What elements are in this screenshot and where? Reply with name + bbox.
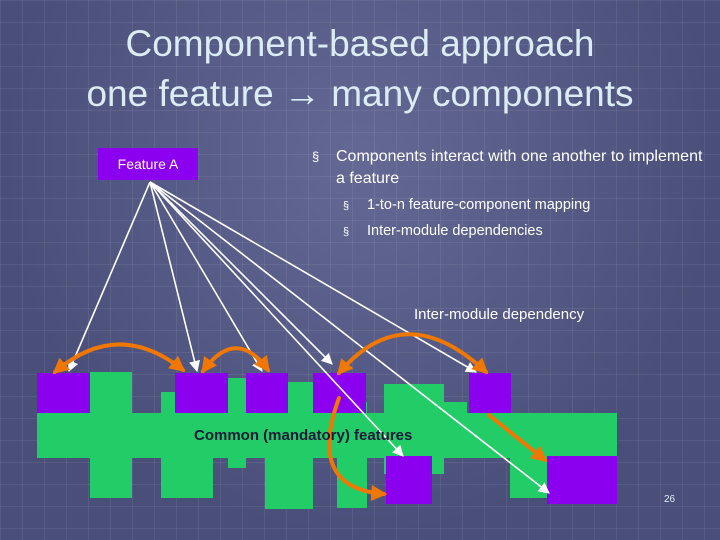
bullet-sub-1-text: 1-to-n feature-component mapping [367,197,591,213]
bullet-sub-2-text: Inter-module dependencies [367,223,543,239]
common-features-label: Common (mandatory) features [194,427,413,444]
mapping-arrows [67,181,550,494]
bullet-main-text: Components interact with one another to … [336,148,703,187]
component-1 [37,373,90,413]
component-3 [246,373,288,413]
component-5 [469,373,511,413]
slide-title-line-2: one feature → many components [86,73,634,114]
bullet-marker: § [343,226,350,238]
component-6 [386,456,432,504]
page-number: 26 [664,494,676,505]
dependency-arrows [52,332,548,501]
bullet-marker: § [312,149,320,164]
bullet-sub-1: § 1-to-n feature-component mapping [343,196,590,214]
dependency-label: Inter-module dependency [414,306,585,323]
component-7 [547,456,617,504]
slide-title-line-1: Component-based approach [125,23,595,64]
bullet-main: § Components interact with one another t… [312,146,712,190]
feature-a-box: Feature A [98,148,198,180]
bullet-sub-2: § Inter-module dependencies [343,222,543,240]
bullet-marker: § [343,200,350,212]
components [37,373,617,504]
component-2 [175,373,228,413]
